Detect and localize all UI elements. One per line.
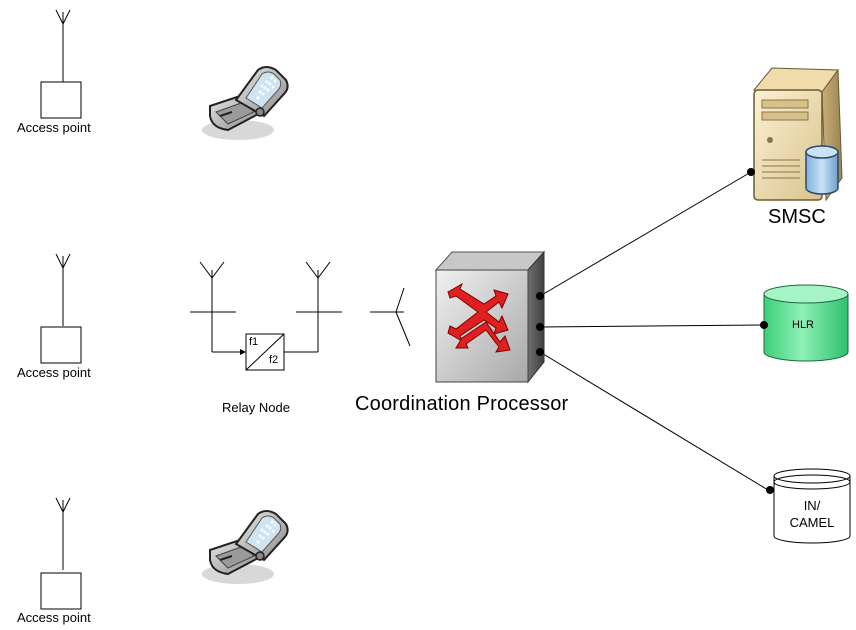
coordination-processor-switch-icon [434, 250, 546, 384]
access-point-3 [40, 497, 82, 610]
access-point-box [40, 572, 82, 610]
access-point-box [40, 81, 82, 119]
mobile-phone-icon [201, 510, 289, 585]
antenna-icon [55, 253, 71, 327]
coordination-processor-label: Coordination Processor [355, 393, 569, 415]
link-to-hlr [539, 324, 765, 328]
connection-lines [539, 171, 769, 491]
filter-input-frequency: f1 [249, 336, 259, 348]
hlr-label: HLR [792, 319, 815, 331]
relay-node [190, 261, 342, 371]
in-camel-label: IN/ CAMEL [776, 497, 848, 531]
access-point-2 [40, 253, 82, 364]
in-camel-label-line2: CAMEL [789, 515, 835, 530]
antenna-icon [55, 497, 71, 571]
mobile-phone-icon [201, 66, 289, 141]
access-point-label: Access point [17, 610, 91, 625]
relay-node-label: Relay Node [222, 400, 290, 415]
smsc-server-icon [747, 67, 843, 202]
antenna-icon [370, 287, 411, 347]
access-point-box [40, 326, 82, 364]
link-to-in-camel [539, 351, 769, 491]
access-point-label: Access point [17, 120, 91, 135]
link-to-smsc [539, 171, 752, 297]
in-camel-database-icon [766, 468, 851, 544]
smsc-label: SMSC [768, 206, 826, 228]
hlr-database-icon [760, 284, 849, 362]
database-icon [805, 145, 839, 195]
in-camel-label-line1: IN/ [803, 498, 821, 513]
access-point-label: Access point [17, 365, 91, 380]
access-point-1 [40, 9, 82, 119]
filter-output-frequency: f2 [269, 354, 279, 366]
antenna-icon [55, 9, 71, 83]
